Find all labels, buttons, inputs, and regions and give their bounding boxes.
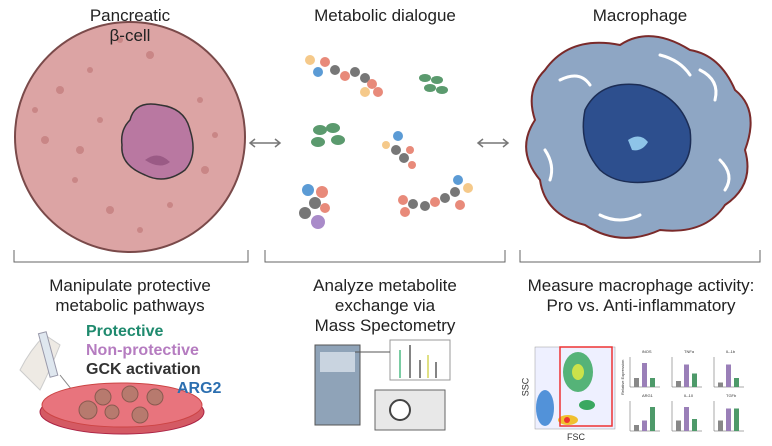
bar xyxy=(718,382,723,387)
caption-macrophage-line1: Measure macrophage activity: xyxy=(527,276,755,295)
bar xyxy=(734,378,739,387)
bar xyxy=(642,363,647,387)
bar-panel-title: IL-1b xyxy=(726,349,736,354)
bar xyxy=(650,407,655,431)
caption-dialogue-line3: Mass Spectometry xyxy=(314,316,456,335)
caption-beta-line1: Manipulate protective xyxy=(49,276,211,295)
bar xyxy=(726,364,731,387)
bar xyxy=(634,378,639,387)
bar-panel-title: TNFα xyxy=(684,349,695,354)
bar-panel-title: IL-10 xyxy=(684,393,694,398)
bar-panel-title: iNOS xyxy=(642,349,652,354)
bar-panel-title: TGFb xyxy=(726,393,737,398)
macrophage-title: Macrophage xyxy=(592,6,688,25)
pipette-icon xyxy=(19,331,81,401)
bar-ylabel: Relative Expression xyxy=(620,360,625,395)
mass-spectrometer-icon xyxy=(314,339,451,431)
bar xyxy=(684,407,689,431)
beta-cell-title-line2: β-cell xyxy=(109,26,151,45)
flow-cytometry-plot xyxy=(534,346,616,430)
bar xyxy=(684,364,689,387)
bar xyxy=(718,420,723,431)
bar xyxy=(734,408,739,431)
label-gck-activation: GCK activation xyxy=(86,361,201,378)
metabolite-molecules xyxy=(299,55,473,229)
dialogue-title: Metabolic dialogue xyxy=(314,6,456,25)
bar xyxy=(676,420,681,431)
bar-panel-title: ARG1 xyxy=(642,393,654,398)
caption-dialogue-line2: exchange via xyxy=(334,296,436,315)
bar xyxy=(650,378,655,387)
caption-macrophage-line2: Pro vs. Anti-inflammatory xyxy=(546,296,736,315)
flow-x-axis-label: FSC xyxy=(567,432,585,442)
beta-cell-illustration xyxy=(14,21,246,253)
label-arg2: ARG2 xyxy=(177,380,222,397)
bar xyxy=(634,425,639,431)
beta-cell-title-line1: Pancreatic xyxy=(89,6,171,25)
bar xyxy=(692,373,697,387)
label-non-protective: Non-protective xyxy=(86,342,199,359)
bar xyxy=(726,408,731,431)
flow-y-axis-label: SSC xyxy=(520,377,531,397)
double-arrow-icon xyxy=(248,138,282,148)
bar xyxy=(642,420,647,431)
caption-dialogue-line1: Analyze metabolite xyxy=(313,276,457,295)
macrophage-illustration xyxy=(525,35,752,239)
bracket-dividers xyxy=(13,250,761,263)
petri-dish-icon xyxy=(39,382,205,435)
caption-beta-line2: metabolic pathways xyxy=(55,296,205,315)
double-arrow-icon xyxy=(476,138,510,148)
bar xyxy=(692,419,697,431)
bar xyxy=(676,381,681,387)
label-protective: Protective xyxy=(86,323,164,340)
